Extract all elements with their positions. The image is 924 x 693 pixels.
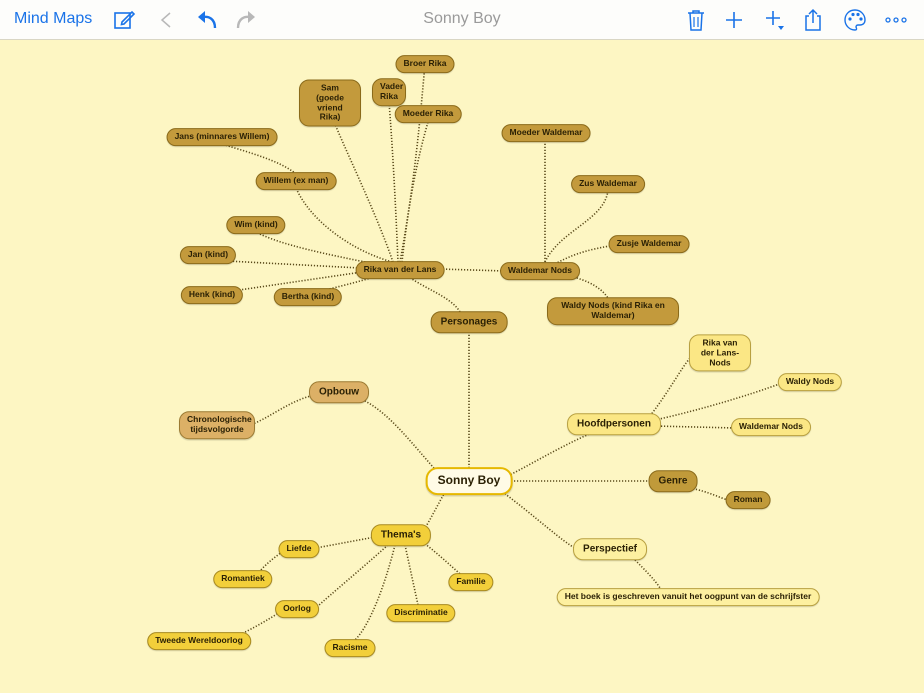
palette-icon[interactable]	[843, 8, 867, 32]
node-moeder-waldemar[interactable]: Moeder Waldemar	[501, 124, 591, 142]
link-rika-sam	[329, 111, 394, 263]
node-genre[interactable]: Genre	[648, 470, 698, 492]
node-hp-waldy[interactable]: Waldy Nods	[777, 373, 843, 391]
node-waldy[interactable]: Waldy Nods (kind Rika en Waldemar)	[547, 297, 679, 325]
node-chronologische-tijdsvolgorde[interactable]: Chronologische tijdsvolgorde	[179, 411, 255, 439]
link-hoofd-waldy	[654, 382, 783, 421]
add-child-icon[interactable]	[762, 8, 786, 32]
link-hoofd-waldemar	[654, 425, 736, 429]
node-willem[interactable]: Willem (ex man)	[255, 172, 337, 190]
node-romantiek[interactable]: Romantiek	[213, 570, 273, 588]
node-perspectief-text[interactable]: Het boek is geschreven vanuit het oogpun…	[556, 588, 820, 606]
trash-icon[interactable]	[684, 8, 708, 32]
link-rika-moeder	[401, 121, 429, 263]
link-themas-discriminatie	[404, 544, 419, 606]
node-discriminatie[interactable]: Discriminatie	[386, 604, 456, 622]
link-opbouw-chrono	[249, 394, 316, 426]
node-themas[interactable]: Thema's	[370, 524, 432, 546]
node-waldemar-nods[interactable]: Waldemar Nods	[500, 262, 580, 280]
node-wim[interactable]: Wim (kind)	[226, 216, 286, 234]
link-rika-wim	[255, 231, 381, 266]
root-node[interactable]: Sonny Boy	[425, 467, 513, 495]
node-rika-van-der-lans[interactable]: Rika van der Lans	[355, 261, 445, 279]
node-zus-waldemar[interactable]: Zus Waldemar	[571, 175, 645, 193]
node-hp-rika[interactable]: Rika van der Lans-Nods	[689, 334, 751, 372]
mind-maps-back-button[interactable]: Mind Maps	[14, 10, 93, 27]
node-zusje-waldemar[interactable]: Zusje Waldemar	[608, 235, 690, 253]
node-tweede-wereldoorlog[interactable]: Tweede Wereldoorlog	[147, 632, 251, 650]
node-bertha[interactable]: Bertha (kind)	[273, 288, 343, 306]
link-root-persp	[499, 489, 579, 551]
node-opbouw[interactable]: Opbouw	[309, 381, 369, 403]
node-perspectief[interactable]: Perspectief	[573, 538, 647, 560]
node-vader-rika[interactable]: Vader Rika	[372, 78, 406, 106]
node-liefde[interactable]: Liefde	[278, 540, 320, 558]
node-hp-waldemar[interactable]: Waldemar Nods	[731, 418, 811, 436]
link-rika-waldemar	[439, 268, 506, 272]
node-henk[interactable]: Henk (kind)	[180, 286, 244, 304]
node-personages[interactable]: Personages	[430, 311, 508, 333]
node-sam[interactable]: Sam (goede vriend Rika)	[299, 79, 361, 127]
node-roman[interactable]: Roman	[725, 491, 771, 509]
more-icon[interactable]	[884, 8, 908, 32]
link-themas-liefde	[315, 536, 376, 549]
node-broer-rika[interactable]: Broer Rika	[395, 55, 455, 73]
share-icon[interactable]	[801, 8, 825, 32]
link-hoofd-rika	[649, 357, 691, 417]
node-familie[interactable]: Familie	[448, 573, 494, 591]
add-icon[interactable]	[722, 8, 746, 32]
node-moeder-rika[interactable]: Moeder Rika	[394, 105, 462, 123]
undo-arrow-icon[interactable]	[155, 8, 179, 32]
link-rika-willem	[295, 187, 393, 263]
link-root-themas	[424, 491, 446, 529]
link-themas-oorlog	[317, 544, 389, 607]
edit-icon[interactable]	[112, 8, 136, 32]
node-jan[interactable]: Jan (kind)	[179, 246, 237, 264]
link-genre-roman	[689, 487, 729, 501]
link-root-opbouw	[339, 391, 441, 476]
node-hoofdpersonen[interactable]: Hoofdpersonen	[567, 413, 661, 435]
mind-map-canvas[interactable]: Sonny Boy Personages Rika van der Lans W…	[0, 40, 924, 693]
node-oorlog[interactable]: Oorlog	[275, 600, 319, 618]
link-themas-racisme	[354, 544, 396, 641]
toolbar: Mind Maps Sonny Boy	[0, 0, 924, 40]
link-rika-vader	[388, 101, 399, 263]
link-willem-jans	[221, 143, 297, 175]
node-racisme[interactable]: Racisme	[324, 639, 376, 657]
redo-icon[interactable]	[234, 8, 258, 32]
link-persp-text	[634, 559, 661, 589]
node-jans[interactable]: Jans (minnares Willem)	[166, 128, 278, 146]
undo-icon[interactable]	[195, 8, 219, 32]
link-waldemar-zus	[544, 189, 609, 263]
link-waldemar-zusje	[554, 243, 621, 265]
